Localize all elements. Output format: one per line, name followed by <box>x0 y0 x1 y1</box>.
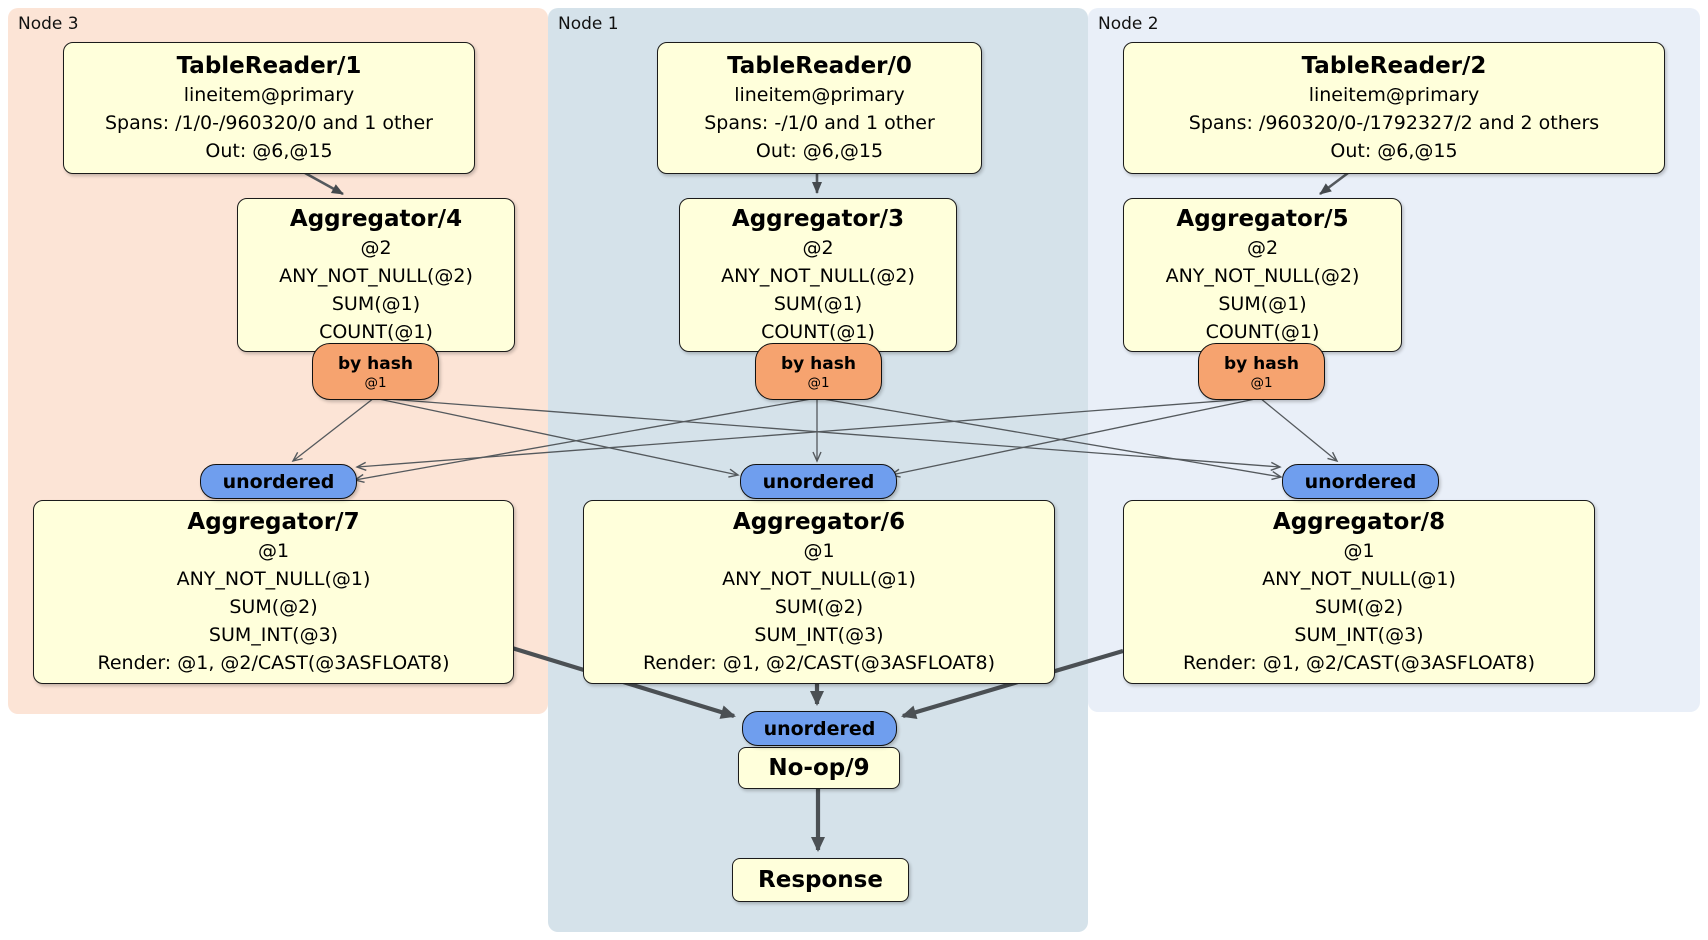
processor-tablereader-1: TableReader/1 lineitem@primary Spans: /1… <box>63 42 475 174</box>
processor-aggregator-4: Aggregator/4 @2 ANY_NOT_NULL(@2) SUM(@1)… <box>237 198 515 352</box>
processor-title: Response <box>758 867 883 893</box>
processor-aggregator-7: Aggregator/7 @1 ANY_NOT_NULL(@1) SUM(@2)… <box>33 500 514 684</box>
processor-detail: COUNT(@1) <box>761 321 875 343</box>
processor-detail: @2 <box>1246 237 1279 259</box>
processor-detail: ANY_NOT_NULL(@2) <box>721 265 915 287</box>
processor-title: Aggregator/5 <box>1176 206 1349 232</box>
processor-title: Aggregator/7 <box>187 509 360 535</box>
router-label: by hash <box>1224 353 1299 374</box>
processor-aggregator-8: Aggregator/8 @1 ANY_NOT_NULL(@1) SUM(@2)… <box>1123 500 1595 684</box>
edge-byhash3-unordered7 <box>353 397 818 484</box>
processor-detail: Spans: /960320/0-/1792327/2 and 2 others <box>1188 112 1600 134</box>
processor-detail: Spans: -/1/0 and 1 other <box>704 112 935 134</box>
processor-detail: Render: @1, @2/CAST(@3ASFLOAT8) <box>643 652 995 674</box>
processor-tablereader-2: TableReader/2 lineitem@primary Spans: /9… <box>1123 42 1665 174</box>
processor-detail: ANY_NOT_NULL(@1) <box>1262 568 1456 590</box>
processor-detail: ANY_NOT_NULL(@2) <box>279 265 473 287</box>
processor-detail: Out: @6,@15 <box>205 140 333 162</box>
sync-label: unordered <box>762 470 875 493</box>
processor-detail: Out: @6,@15 <box>1330 140 1458 162</box>
router-by-hash-3: by hash @1 <box>755 343 882 400</box>
processor-detail: ANY_NOT_NULL(@2) <box>1165 265 1360 287</box>
router-by-hash-5: by hash @1 <box>1198 343 1325 400</box>
sync-unordered-8: unordered <box>1282 464 1439 499</box>
sync-label: unordered <box>1304 470 1417 493</box>
processor-detail: SUM(@2) <box>229 596 318 618</box>
router-by-hash-4: by hash @1 <box>312 343 439 400</box>
processor-detail: Render: @1, @2/CAST(@3ASFLOAT8) <box>1183 652 1535 674</box>
processor-detail: lineitem@primary <box>1308 84 1480 106</box>
processor-detail: lineitem@primary <box>183 84 355 106</box>
processor-detail: Spans: /1/0-/960320/0 and 1 other <box>105 112 433 134</box>
processor-aggregator-5: Aggregator/5 @2 ANY_NOT_NULL(@2) SUM(@1)… <box>1123 198 1402 352</box>
router-detail: @1 <box>364 374 387 391</box>
processor-detail: SUM(@1) <box>1218 293 1307 315</box>
processor-detail: @1 <box>1343 540 1375 562</box>
edge-byhash4-unordered6 <box>373 397 740 478</box>
processor-title: Aggregator/8 <box>1272 509 1446 535</box>
processor-detail: ANY_NOT_NULL(@1) <box>722 568 916 590</box>
processor-detail: @2 <box>802 237 834 259</box>
sync-unordered-7: unordered <box>200 464 357 499</box>
region-label: Node 3 <box>18 14 79 34</box>
sync-unordered-6: unordered <box>740 464 897 499</box>
processor-detail: @2 <box>360 237 392 259</box>
processor-detail: SUM(@1) <box>331 293 421 315</box>
processor-title: Aggregator/6 <box>732 509 906 535</box>
processor-detail: SUM(@1) <box>773 293 863 315</box>
edge-byhash5-unordered6 <box>889 397 1261 478</box>
edge-tablereader2-aggregator5 <box>1319 171 1349 196</box>
processor-noop-9: No-op/9 <box>738 747 900 789</box>
region-label: Node 2 <box>1098 14 1159 34</box>
edge-byhash4-unordered8 <box>373 397 1282 471</box>
edge-byhash3-unordered8 <box>816 397 1283 481</box>
router-label: by hash <box>781 353 856 374</box>
edge-byhash4-unordered7 <box>291 397 375 463</box>
processor-detail: SUM_INT(@3) <box>1294 624 1424 646</box>
processor-detail: SUM_INT(@3) <box>754 624 884 646</box>
processor-tablereader-0: TableReader/0 lineitem@primary Spans: -/… <box>657 42 982 174</box>
edge-byhash5-unordered8 <box>1259 397 1339 463</box>
sync-unordered-final: unordered <box>742 711 897 746</box>
processor-aggregator-3: Aggregator/3 @2 ANY_NOT_NULL(@2) SUM(@1)… <box>679 198 957 352</box>
processor-title: TableReader/0 <box>727 53 912 79</box>
edge-byhash5-unordered7 <box>355 397 1261 471</box>
processor-detail: SUM(@2) <box>1314 596 1404 618</box>
processor-detail: Render: @1, @2/CAST(@3ASFLOAT8) <box>97 652 450 674</box>
response-node: Response <box>732 858 909 902</box>
router-detail: @1 <box>1250 374 1273 391</box>
edge-tablereader1-aggregator4 <box>304 171 344 196</box>
processor-detail: COUNT(@1) <box>1205 321 1320 343</box>
processor-detail: SUM_INT(@3) <box>208 624 339 646</box>
region-label: Node 1 <box>558 14 619 34</box>
processor-detail: Out: @6,@15 <box>755 140 884 162</box>
processor-title: TableReader/2 <box>1301 53 1487 79</box>
sync-label: unordered <box>763 717 876 740</box>
processor-title: Aggregator/4 <box>289 206 463 232</box>
processor-detail: ANY_NOT_NULL(@1) <box>176 568 371 590</box>
sync-label: unordered <box>222 470 335 493</box>
processor-detail: @1 <box>257 540 290 562</box>
processor-title: No-op/9 <box>768 755 870 781</box>
processor-detail: COUNT(@1) <box>319 321 433 343</box>
processor-title: TableReader/1 <box>176 53 362 79</box>
router-label: by hash <box>338 353 413 374</box>
processor-detail: lineitem@primary <box>734 84 905 106</box>
processor-title: Aggregator/3 <box>731 206 905 232</box>
router-detail: @1 <box>807 374 830 391</box>
processor-detail: SUM(@2) <box>774 596 864 618</box>
processor-aggregator-6: Aggregator/6 @1 ANY_NOT_NULL(@1) SUM(@2)… <box>583 500 1055 684</box>
processor-detail: @1 <box>803 540 835 562</box>
